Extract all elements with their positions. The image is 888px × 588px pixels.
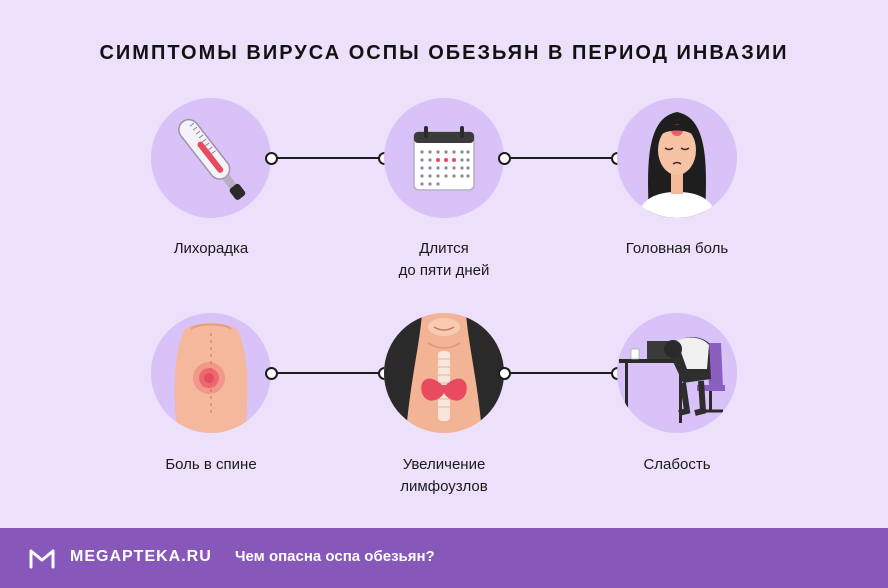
symptom-circle-back-pain: [151, 313, 271, 433]
calendar-icon: [413, 126, 475, 191]
footer-bar: MEGAPTEKA.RU Чем опасна оспа обезьян?: [0, 528, 888, 588]
symptom-circle-lymph-nodes: [384, 313, 504, 433]
connector-dot: [265, 152, 278, 165]
symptom-circle-headache: [617, 98, 737, 218]
symptom-label: Боль в спине: [165, 456, 257, 473]
back-pain-icon: [174, 323, 248, 433]
symptom-label: Головная боль: [625, 240, 729, 257]
connector-line: [271, 372, 384, 374]
headache-woman-icon: [637, 112, 717, 218]
article-link[interactable]: Чем опасна оспа обезьян?: [235, 548, 435, 565]
brand-name[interactable]: MEGAPTEKA.RU: [70, 548, 212, 565]
connector-line: [504, 372, 617, 374]
symptom-circle-weakness: [617, 313, 737, 433]
lymph-nodes-icon: [384, 313, 504, 433]
page-title: СИМПТОМЫ ВИРУСА ОСПЫ ОБЕЗЬЯН В ПЕРИОД ИН…: [99, 42, 789, 64]
megapteka-logo-icon: [29, 549, 55, 569]
connector-line: [271, 157, 384, 159]
symptom-label: Слабость: [643, 456, 711, 473]
connector-line: [504, 157, 617, 159]
symptom-circle-fever: [151, 98, 271, 218]
symptom-label: Лихорадка: [173, 240, 249, 257]
connector-dot: [498, 367, 511, 380]
symptom-circle-duration: [384, 98, 504, 218]
connector-dot: [498, 152, 511, 165]
connector-dot: [265, 367, 278, 380]
thermometer-icon: [178, 118, 246, 200]
tired-person-at-desk-icon: [619, 337, 725, 423]
